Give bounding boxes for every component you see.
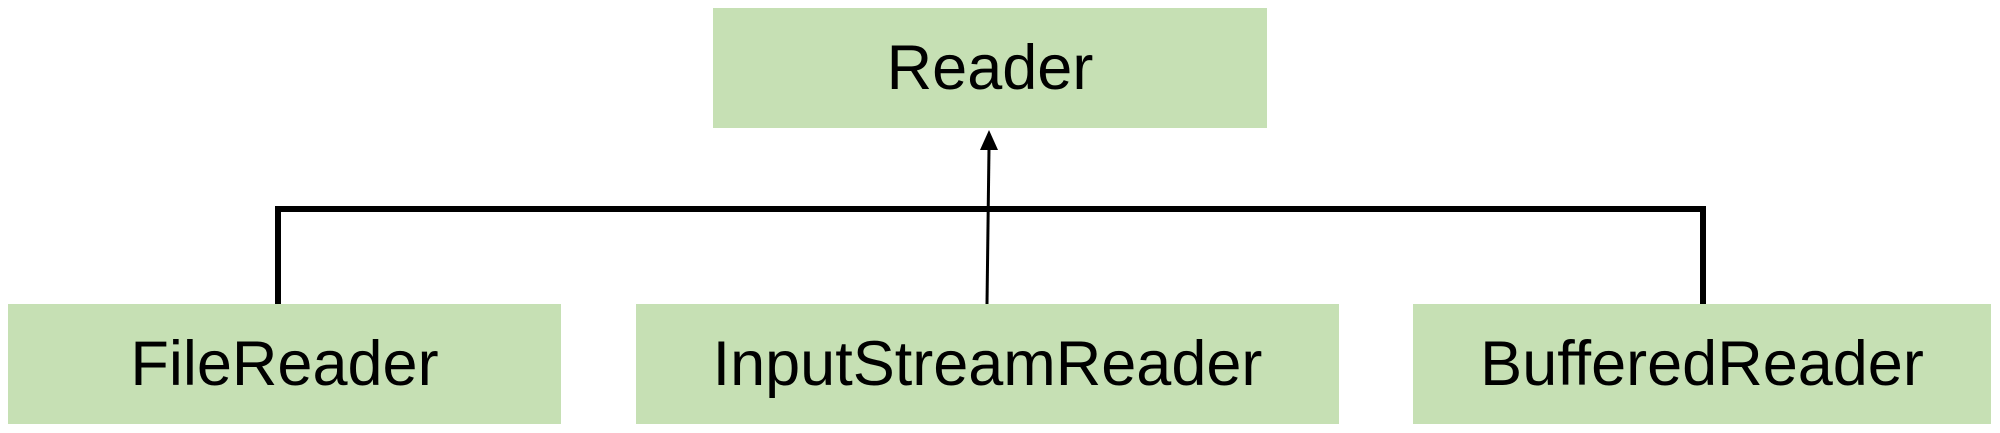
node-filereader: FileReader [8, 304, 561, 424]
connector-inputstreamreader [985, 147, 991, 305]
node-inputstreamreader: InputStreamReader [636, 304, 1339, 424]
node-bufferedreader: BufferedReader [1413, 304, 1991, 424]
node-reader: Reader [713, 8, 1267, 128]
node-label: FileReader [130, 328, 439, 399]
node-label: BufferedReader [1480, 328, 1924, 399]
node-label: InputStreamReader [712, 328, 1263, 399]
node-label: Reader [886, 32, 1094, 103]
arrowhead-icon [980, 130, 998, 150]
